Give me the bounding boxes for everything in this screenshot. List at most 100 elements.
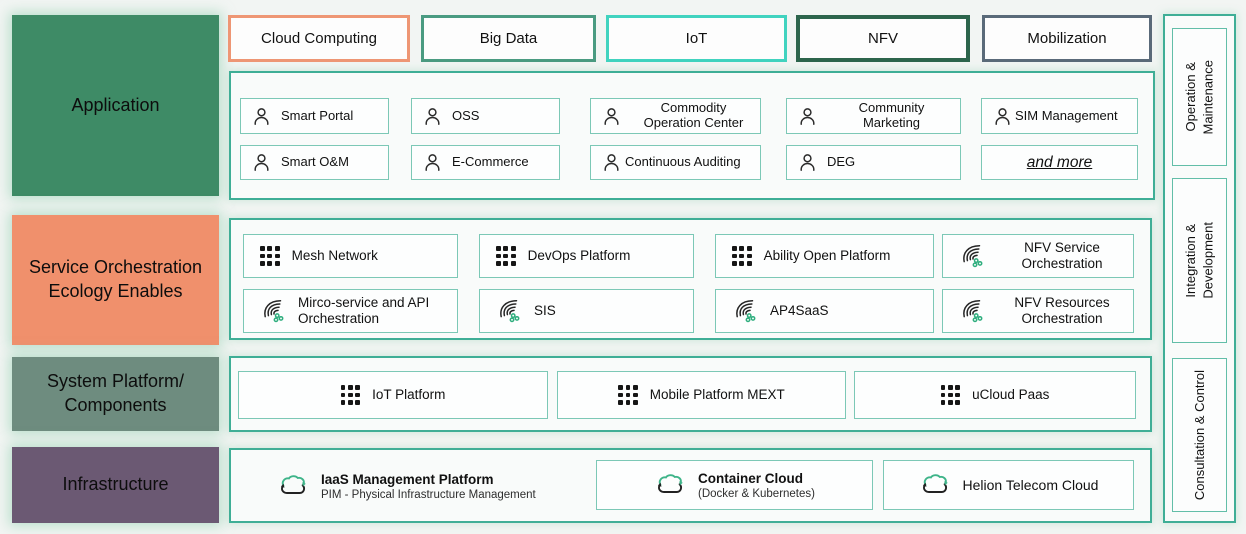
app-item-oss: OSS xyxy=(411,98,560,134)
grid-icon xyxy=(496,246,516,266)
layer-label: Infrastructure xyxy=(62,474,169,495)
grid-icon xyxy=(260,246,280,266)
rcol-line: Development xyxy=(1200,222,1216,299)
app-item-label: Commodity Operation Center xyxy=(643,100,744,130)
sys-item-mobile-platform-mext: Mobile Platform MEXT xyxy=(557,371,846,419)
grid-icon xyxy=(940,385,961,405)
app-item-smart-portal: Smart Portal xyxy=(240,98,389,134)
service-mesh-icon xyxy=(496,298,522,324)
layer-label: System Platform/ Components xyxy=(46,371,185,415)
rcol-line: Maintenance xyxy=(1200,59,1216,135)
inf-item-subtitle: PIM - Physical Infrastructure Management xyxy=(321,488,536,501)
svc-item-nfv-resources-orchestration: NFV Resources Orchestration xyxy=(942,289,1134,333)
app-item-deg: DEG xyxy=(786,145,961,180)
grid-icon xyxy=(340,385,361,405)
layer-service-orchestration: Service Orchestration Ecology Enables xyxy=(12,215,219,345)
tab-cloud-computing: Cloud Computing xyxy=(228,15,410,62)
person-icon xyxy=(992,106,1013,127)
person-icon xyxy=(797,152,818,173)
inf-item-title: Helion Telecom Cloud xyxy=(962,477,1099,493)
lifecycle-column: Operation & Maintenance Integration & De… xyxy=(1163,14,1236,523)
app-item-commodity-operation-center: Commodity Operation Center xyxy=(590,98,761,134)
tab-label: Big Data xyxy=(479,30,538,47)
app-item-label: Community Marketing xyxy=(858,100,925,130)
app-item-sim-management: SIM Management xyxy=(981,98,1138,134)
sys-item-label: IoT Platform xyxy=(372,387,446,403)
rcol-line: Consultation & Control xyxy=(1191,369,1207,501)
svc-item-label: Mirco-service and API Orchestration xyxy=(298,295,430,326)
inf-item-helion-telecom-cloud: Helion Telecom Cloud xyxy=(883,460,1134,510)
layer-application: Application xyxy=(12,15,219,196)
tab-label: NFV xyxy=(868,30,898,47)
person-icon xyxy=(251,152,272,173)
app-item-community-marketing: Community Marketing xyxy=(786,98,961,134)
sys-item-iot-platform: IoT Platform xyxy=(238,371,548,419)
cloud-sync-icon xyxy=(919,472,951,498)
inf-item-title: IaaS Management Platform xyxy=(321,471,494,487)
rcol-item-integration-development: Integration & Development xyxy=(1172,178,1227,343)
tab-iot: IoT xyxy=(606,15,787,62)
person-icon xyxy=(601,106,622,127)
layer-system-platform: System Platform/ Components xyxy=(12,357,219,431)
app-item-label: Smart Portal xyxy=(281,107,354,123)
service-orchestration-container: Mesh Network DevOps Platform Ability Ope… xyxy=(229,218,1152,340)
app-item-label: OSS xyxy=(452,107,480,123)
grid-icon xyxy=(732,246,752,266)
svc-item-nfv-service-orchestration: NFV Service Orchestration xyxy=(942,234,1134,278)
tab-big-data: Big Data xyxy=(421,15,596,62)
person-icon xyxy=(251,106,272,127)
app-item-label: and more xyxy=(1026,153,1093,171)
inf-item-iaas-management: IaaS Management Platform PIM - Physical … xyxy=(277,461,536,511)
person-icon xyxy=(422,106,443,127)
app-item-label: E-Commerce xyxy=(452,154,529,170)
tab-mobilization: Mobilization xyxy=(982,15,1152,62)
infrastructure-container: IaaS Management Platform PIM - Physical … xyxy=(229,448,1152,523)
service-mesh-icon xyxy=(260,298,286,324)
app-item-label: Smart O&M xyxy=(281,154,349,170)
tab-label: IoT xyxy=(685,30,708,47)
tab-label: Cloud Computing xyxy=(261,30,377,47)
svc-item-ap4saas: AP4SaaS xyxy=(715,289,934,333)
layer-label: Application xyxy=(71,94,160,115)
service-mesh-icon xyxy=(959,243,985,269)
grid-icon xyxy=(618,385,638,405)
svc-item-label: DevOps Platform xyxy=(527,248,631,264)
svc-item-label: AP4SaaS xyxy=(770,303,829,319)
person-icon xyxy=(601,152,622,173)
app-item-continuous-auditing: Continuous Auditing xyxy=(590,145,761,180)
sys-item-label: uCloud Paas xyxy=(972,387,1050,403)
app-item-label: SIM Management xyxy=(1015,107,1118,123)
svc-item-label: NFV Service Orchestration xyxy=(1021,240,1103,271)
app-item-smart-om: Smart O&M xyxy=(240,145,389,180)
rcol-item-consultation-control: Consultation & Control xyxy=(1172,358,1227,512)
app-item-label: DEG xyxy=(827,154,856,170)
app-item-and-more: and more xyxy=(981,145,1138,180)
svc-item-devops-platform: DevOps Platform xyxy=(479,234,694,278)
svc-item-label: Mesh Network xyxy=(291,248,378,264)
cloud-sync-icon xyxy=(277,473,309,499)
inf-item-subtitle: (Docker & Kubernetes) xyxy=(698,487,815,500)
app-item-label: Continuous Auditing xyxy=(625,154,741,170)
tab-label: Mobilization xyxy=(1027,30,1107,47)
svc-item-microservice-api-orchestration: Mirco-service and API Orchestration xyxy=(243,289,458,333)
app-item-ecommerce: E-Commerce xyxy=(411,145,560,180)
layer-infrastructure: Infrastructure xyxy=(12,447,219,523)
svc-item-mesh-network: Mesh Network xyxy=(243,234,458,278)
application-container: Smart Portal OSS Commodity Operation Cen… xyxy=(229,71,1155,200)
system-platform-container: IoT Platform Mobile Platform MEXT uCloud… xyxy=(229,356,1152,432)
rcol-line: Operation & xyxy=(1182,62,1198,132)
cloud-sync-icon xyxy=(654,472,686,498)
service-mesh-icon xyxy=(732,298,758,324)
sys-item-ucloud-paas: uCloud Paas xyxy=(854,371,1136,419)
svc-item-label: NFV Resources Orchestration xyxy=(1014,295,1110,326)
layer-label: Service Orchestration Ecology Enables xyxy=(28,257,203,301)
svc-item-label: SIS xyxy=(534,303,556,319)
sys-item-label: Mobile Platform MEXT xyxy=(649,387,785,403)
rcol-line: Integration & xyxy=(1182,223,1198,298)
person-icon xyxy=(797,106,818,127)
inf-item-container-cloud: Container Cloud (Docker & Kubernetes) xyxy=(596,460,873,510)
rcol-item-operation-maintenance: Operation & Maintenance xyxy=(1172,28,1227,166)
inf-item-title: Container Cloud xyxy=(698,470,804,486)
svc-item-sis: SIS xyxy=(479,289,694,333)
